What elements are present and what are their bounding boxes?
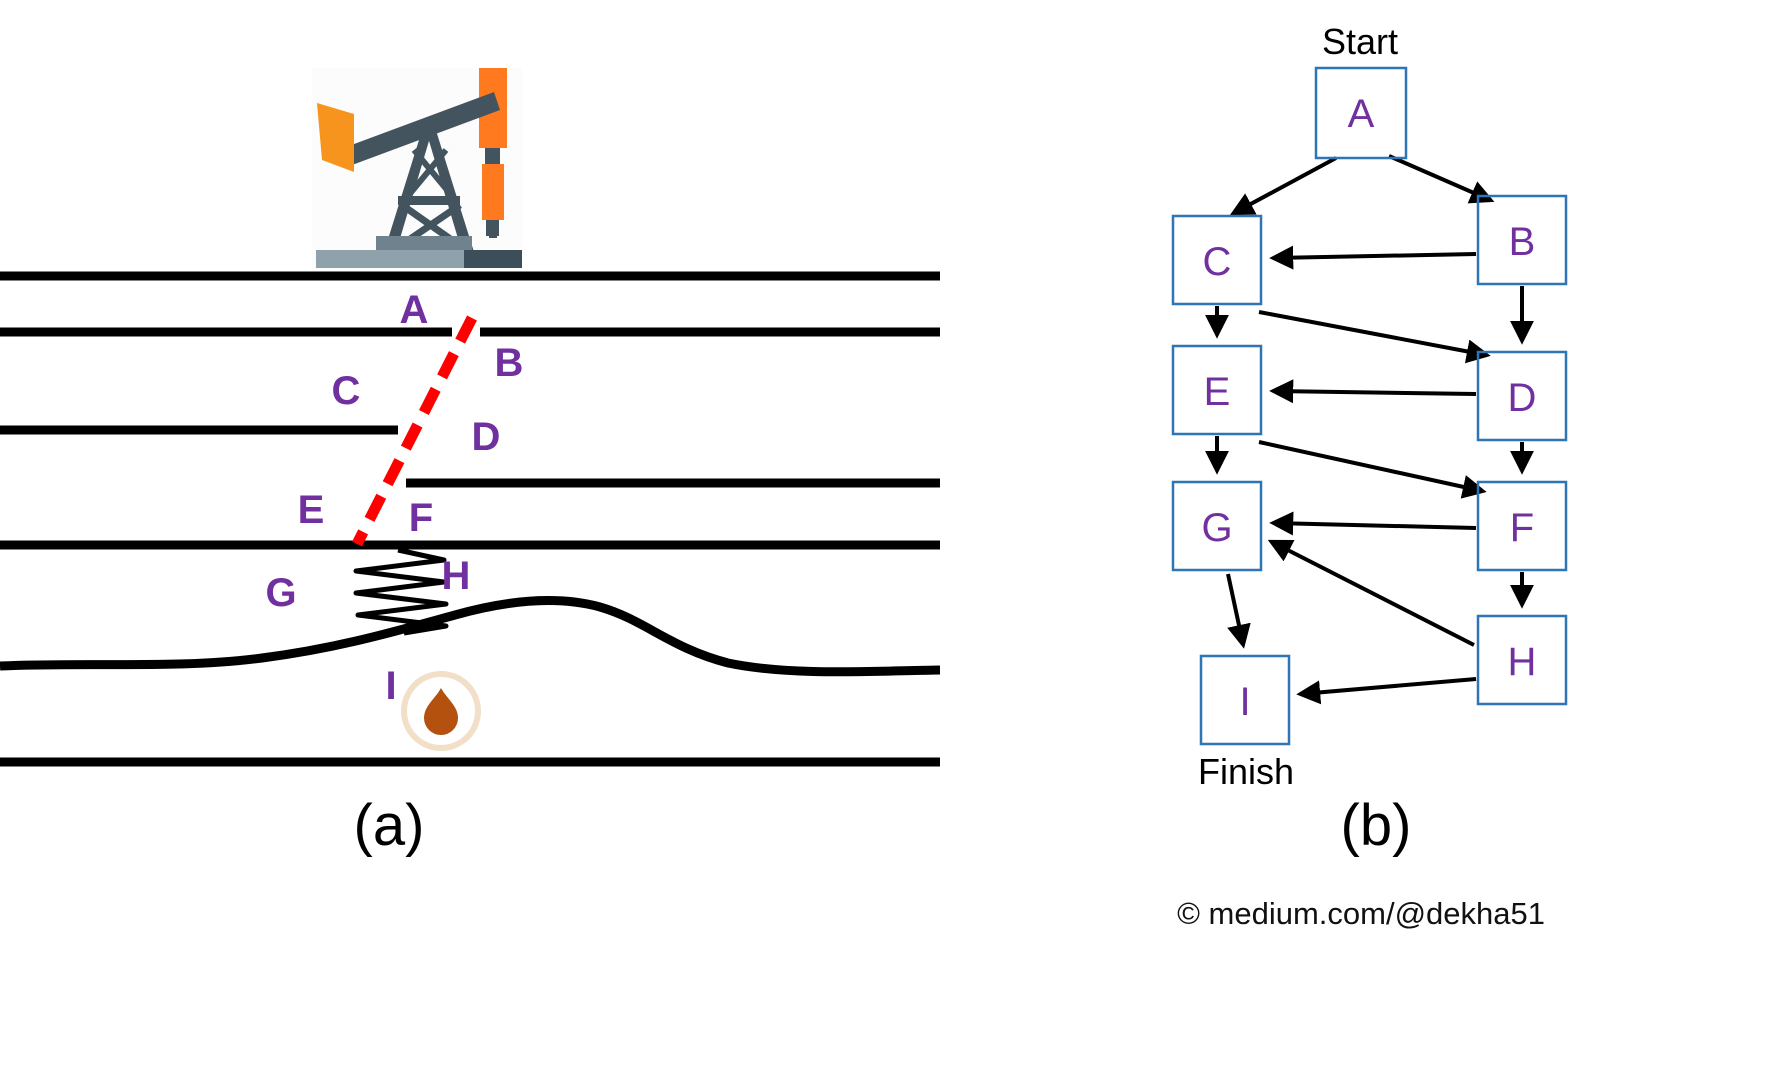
stratum-label-f: F <box>409 496 433 540</box>
pump-base-dark-end <box>464 250 522 268</box>
node-label-d: D <box>1508 376 1537 420</box>
node-label-g: G <box>1201 506 1232 550</box>
edge-a-c <box>1229 156 1337 216</box>
node-box-g <box>1171 480 1263 572</box>
panel-b-caption: (b) <box>1341 793 1412 858</box>
pump-counterweight-lower <box>482 164 504 220</box>
oil-drop-shape <box>424 688 458 735</box>
edge-f-g <box>1269 511 1477 536</box>
stratum-label-b: B <box>495 341 524 385</box>
finish-label: Finish <box>1198 751 1294 792</box>
stratum-label-i: I <box>385 664 396 708</box>
edge-b-c <box>1269 245 1477 270</box>
node-label-a: A <box>1348 92 1375 136</box>
start-label: Start <box>1322 21 1398 62</box>
edge-d-e <box>1269 379 1477 404</box>
panel-b: A B C D E F G H I Start Finish (b) <box>1171 21 1568 858</box>
pump-tower-crossbar <box>398 196 460 205</box>
strata-lines <box>0 271 941 767</box>
pump-rod-joint-upper <box>485 148 500 164</box>
edge-c-d <box>1258 310 1491 364</box>
stratum-label-e: E <box>298 488 325 532</box>
node-label-c: C <box>1203 240 1232 284</box>
oil-drop-icon <box>401 671 481 751</box>
graph-edges <box>1205 154 1534 705</box>
pump-walking-beam <box>338 92 500 168</box>
unconformity-zigzag <box>353 547 449 636</box>
fault-line <box>352 315 477 547</box>
stratum-label-d: D <box>472 415 501 459</box>
node-label-h: H <box>1508 640 1537 684</box>
stratum-label-a: A <box>400 288 429 332</box>
node-box-c <box>1171 214 1263 306</box>
node-label-e: E <box>1204 370 1231 414</box>
panel-a-caption: (a) <box>354 793 425 858</box>
pump-rod-joint-lower <box>486 220 499 236</box>
anticline-curve <box>0 596 941 677</box>
edge-h-i <box>1296 677 1477 705</box>
node-box-i <box>1199 654 1291 746</box>
node-box-a <box>1314 66 1408 160</box>
stratum-label-g: G <box>265 571 296 615</box>
pump-horse-head <box>317 103 354 172</box>
node-box-e <box>1171 344 1263 436</box>
stratum-label-c: C <box>332 369 361 413</box>
node-label-b: B <box>1509 220 1536 264</box>
edge-g-i <box>1226 573 1251 649</box>
node-label-i: I <box>1239 680 1250 724</box>
panel-a: A B C D E F G H I (a) <box>0 68 941 858</box>
pump-tower-brace-4 <box>405 148 449 198</box>
pump-jack-icon <box>312 68 522 272</box>
pump-base-step <box>376 236 472 250</box>
node-box-d <box>1476 350 1568 442</box>
node-box-f <box>1476 480 1568 572</box>
graph-nodes: A B C D E F G H I <box>1171 66 1568 746</box>
credit-text: © medium.com/@dekha51 <box>1177 896 1545 931</box>
node-box-h <box>1476 614 1568 706</box>
edge-h-g <box>1267 539 1475 647</box>
edge-e-f <box>1258 440 1487 499</box>
stratum-label-h: H <box>442 554 471 598</box>
node-label-f: F <box>1510 506 1534 550</box>
edge-a-b <box>1388 154 1495 204</box>
pump-tower-brace-3 <box>411 148 455 198</box>
node-box-b <box>1476 194 1568 286</box>
